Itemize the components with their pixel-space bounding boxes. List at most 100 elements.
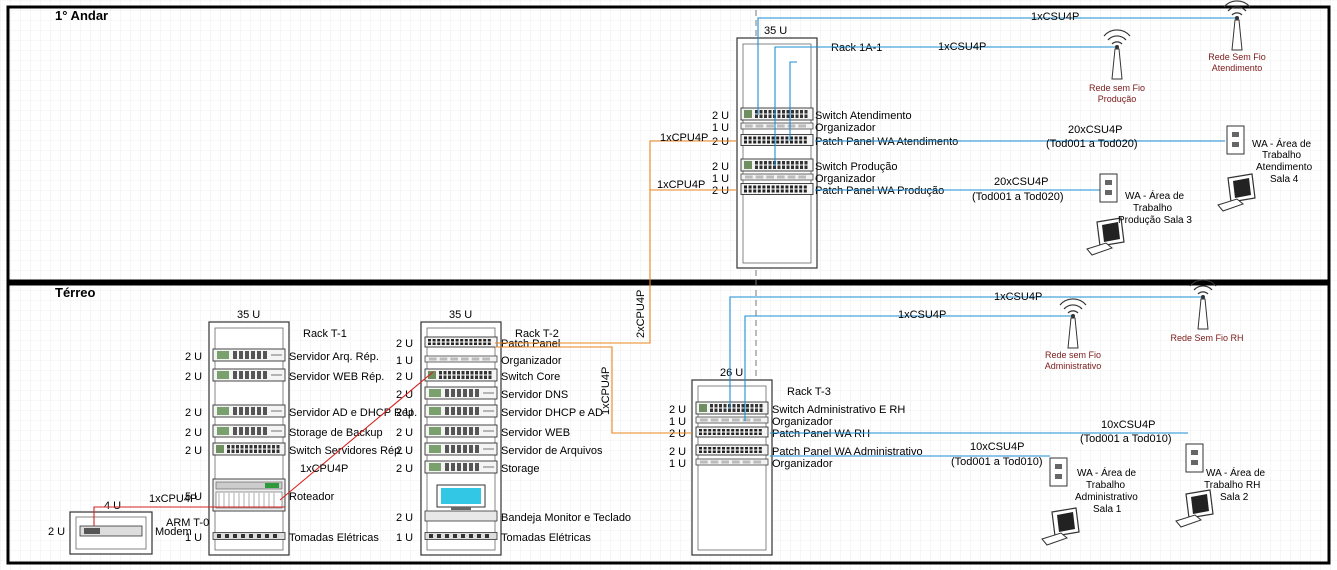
rack-slot-power[interactable]: 1 U Tomadas Elétricas [185,532,379,544]
rack-slot-patch[interactable]: 2 U Patch Panel WA Atendimento [712,134,958,149]
rack-slot-units: 2 U [712,161,729,173]
access-point-atendimento[interactable]: Rede Sem Fio Atendimento [1208,0,1266,73]
cable-label-t1-t2: 1xCPU4P [300,463,348,475]
floor-1-label: 1° Andar [55,8,108,23]
rack-1a-1-height: 35 U [764,25,787,37]
ap-administrativo-label-2: Administrativo [1045,361,1102,371]
work-area-administrativo[interactable]: WA - Área de Trabalho Administrativo Sal… [1041,457,1138,546]
rack-slot-label: Organizador [815,122,876,134]
arm-t-0-label: Modem [155,526,192,538]
access-point-administrativo[interactable]: Rede sem Fio Administrativo [1045,298,1102,371]
rack-slot-units: 1 U [396,355,413,367]
rack-slot-router[interactable]: 5 U Roteador [185,478,335,512]
work-area-rh[interactable]: WA - Área de Trabalho RH Sala 2 [1175,443,1266,528]
rack-slot-label: Servidor WEB Rép. [289,371,384,383]
cable-label-wa-rh: 10xCSU4P [1101,419,1155,431]
rack-1a-1-name: Rack 1A-1 [831,42,882,54]
rack-slot-units: 2 U [185,427,202,439]
rack-slot-units: 1 U [712,173,729,185]
wa-producao-label-1: WA - Área de [1125,189,1185,202]
blue-cables [729,17,1237,457]
cable-label-wa-atend-range: (Tod001 a Tod020) [1046,138,1138,150]
rack-slot-label: Roteador [289,491,335,503]
ap-atendimento-label-2: Atendimento [1212,63,1263,73]
wa-atendimento-label-4: Sala 4 [1270,174,1299,185]
access-point-producao[interactable]: Rede sem Fio Produção [1089,29,1145,104]
wa-rh-label-3: Sala 2 [1220,492,1249,503]
wall-outlet-icon [1185,443,1204,473]
rack-slot-server[interactable]: 2 U Servidor WEB [396,424,570,439]
rack-slot-label: Patch Panel [501,338,560,350]
rack-slot-units: 1 U [185,532,202,544]
wa-atendimento-label-1: WA - Área de [1252,137,1312,150]
rack-slot-label: Switch Administrativo E RH [772,404,905,416]
floor-1-frame [6,5,1331,283]
rack-t-2-height: 35 U [449,309,472,321]
wa-atendimento-label-3: Atendimento [1256,162,1313,173]
rack-slot-server[interactable]: 2 U Servidor DHCP e AD [396,404,603,419]
wa-producao-label-2: Trabalho [1133,203,1173,214]
modem-device[interactable] [79,525,143,537]
rack-slot-units: 2 U [396,427,413,439]
ap-producao-label-2: Produção [1098,94,1137,104]
cable-label-ap-rh: 1xCSU4P [994,291,1042,303]
rack-t-1-height: 35 U [237,309,260,321]
rack-slot-label: Storage [501,463,540,475]
rack-slot-label: Tomadas Elétricas [289,532,379,544]
cable-label-wa-adm-range: (Tod001 a Tod010) [951,456,1043,468]
computer-icon [1041,507,1080,546]
wall-outlet-icon [1226,125,1245,155]
cable-label-modem-router: 1xCPU4P [149,493,197,505]
rack-slot-org[interactable]: 1 U Organizador [396,355,562,367]
rack-slot-units: 2 U [712,136,729,148]
access-point-rh[interactable]: Rede Sem Fio RH [1170,279,1244,343]
work-area-atendimento[interactable]: WA - Área de Trabalho Atendimento Sala 4 [1217,125,1313,212]
work-area-producao[interactable]: WA - Área de Trabalho Produção Sala 3 [1086,173,1192,256]
rack-slot-label: Patch Panel WA Atendimento [815,136,958,148]
rack-slot-units: 5 U [185,491,202,503]
rack-slot-units: 2 U [396,512,413,524]
ap-producao-label-1: Rede sem Fio [1089,83,1145,93]
wa-rh-label-1: WA - Área de [1206,466,1266,479]
arm-t-0-slot-u: 4 U [104,500,121,512]
rack-slot-label: Switch Atendimento [815,110,912,122]
wifi-antenna-icon [1059,298,1087,349]
cable-label-ap-atend: 1xCSU4P [1031,11,1079,23]
wa-rh-label-2: Trabalho RH [1204,480,1260,491]
rack-slot-units: 2 U [396,407,413,419]
floor-ground-label: Térreo [55,285,96,300]
cable-label-ap-adm: 1xCSU4P [898,309,946,321]
rack-slot-label: Organizador [501,355,562,367]
cable-label-backbone-atend: 1xCPU4P [660,132,708,144]
red-cables [93,371,434,526]
rack-slot-label: Servidor DHCP e AD [501,407,603,419]
arm-t-0[interactable]: 2 U ARM T-0 Modem 4 U [48,500,209,555]
rack-slot-label: Servidor WEB [501,427,570,439]
ap-rh-label: Rede Sem Fio RH [1170,333,1243,343]
